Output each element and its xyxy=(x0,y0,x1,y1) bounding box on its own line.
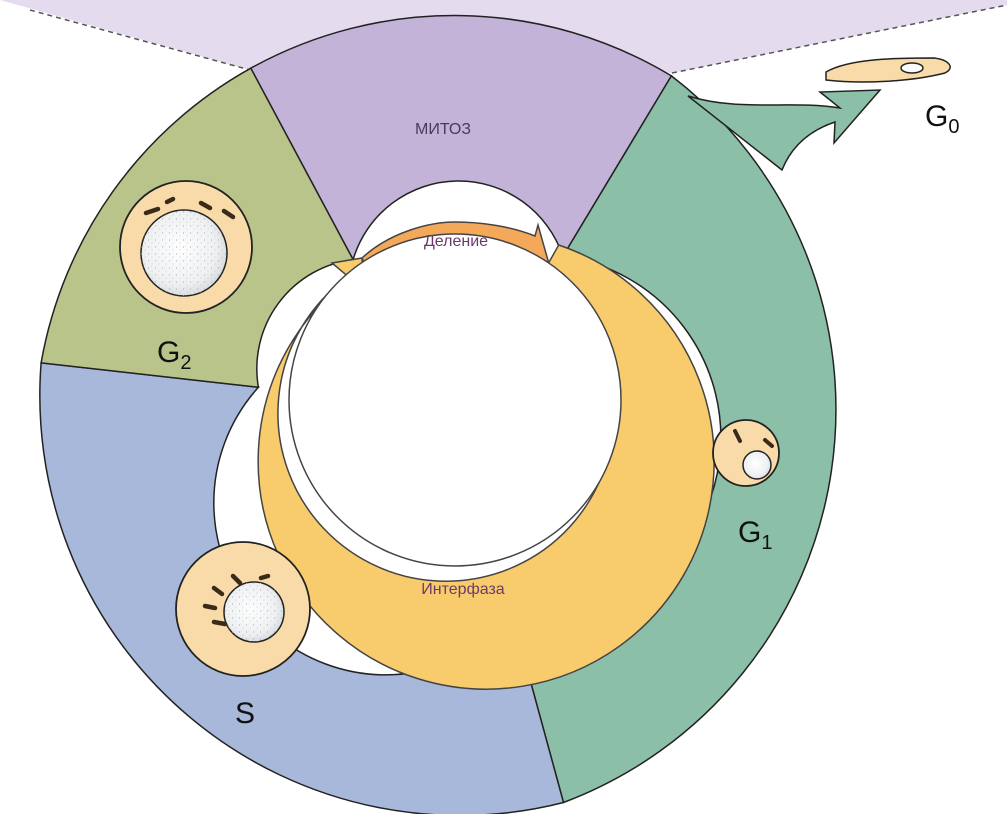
s-label: S xyxy=(235,697,255,730)
sector-mitosis xyxy=(249,14,673,262)
g0-nucleus xyxy=(900,62,924,74)
g2-cell xyxy=(119,180,253,314)
g0-subscript: 0 xyxy=(948,116,959,138)
g2-subscript: 2 xyxy=(180,352,191,374)
g2-letter: G xyxy=(157,336,180,369)
interphase-band xyxy=(257,244,715,690)
projection-dash-right xyxy=(671,4,1007,74)
g1-label: G1 xyxy=(738,516,772,554)
g0-letter: G xyxy=(925,100,948,133)
mitosis-label: МИТОЗ xyxy=(415,121,471,138)
g1-letter: G xyxy=(738,516,761,549)
g0-cell xyxy=(825,57,951,83)
g1-subscript: 1 xyxy=(761,532,772,554)
sector-s xyxy=(39,362,565,817)
center-hole xyxy=(288,233,622,567)
g1-cell xyxy=(712,419,780,487)
g0-exit-arrow xyxy=(687,89,882,172)
interphase-label: Интерфаза xyxy=(421,581,505,598)
g2-label: G2 xyxy=(157,336,191,374)
projection-dash-left xyxy=(29,9,251,71)
division-label: Деление xyxy=(424,233,488,250)
g0-label: G0 xyxy=(925,100,959,138)
s-cell xyxy=(175,541,311,677)
